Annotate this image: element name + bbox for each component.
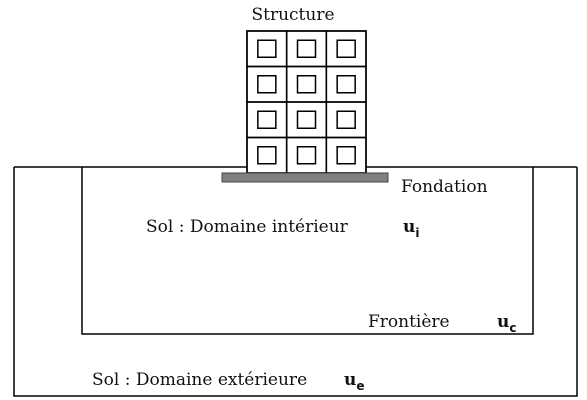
foundation-slab (221, 172, 389, 183)
interior-variable: ui (403, 217, 420, 240)
frontier-variable-symbol: u (497, 312, 509, 332)
frontier-variable: uc (497, 312, 517, 335)
fondation-label: Fondation (401, 177, 488, 197)
building-window (257, 39, 277, 58)
interior-variable-subscript: i (415, 226, 419, 240)
building-window (296, 75, 317, 94)
exterior-variable-symbol: u (344, 370, 356, 390)
interior-domain-boundary (81, 167, 534, 335)
building-window (336, 39, 356, 58)
building-window (296, 39, 317, 58)
interior-domain-label: Sol : Domaine intérieur (146, 217, 349, 237)
building-window (296, 110, 317, 129)
building-window (336, 146, 356, 165)
structure-label: Structure (251, 5, 334, 25)
structure-building (246, 30, 367, 174)
building-window (257, 75, 277, 94)
exterior-variable: ue (344, 370, 365, 393)
frontier-label: Frontière (368, 312, 450, 332)
building-window (336, 110, 356, 129)
exterior-domain-boundary (13, 167, 578, 397)
building-window (296, 146, 317, 165)
frontier-variable-subscript: c (509, 321, 516, 335)
building-window (336, 75, 356, 94)
building-window (257, 110, 277, 129)
exterior-domain-label: Sol : Domaine extérieure (92, 370, 307, 390)
interior-variable-symbol: u (403, 217, 415, 237)
exterior-variable-subscript: e (356, 379, 364, 393)
building-window (257, 146, 277, 165)
